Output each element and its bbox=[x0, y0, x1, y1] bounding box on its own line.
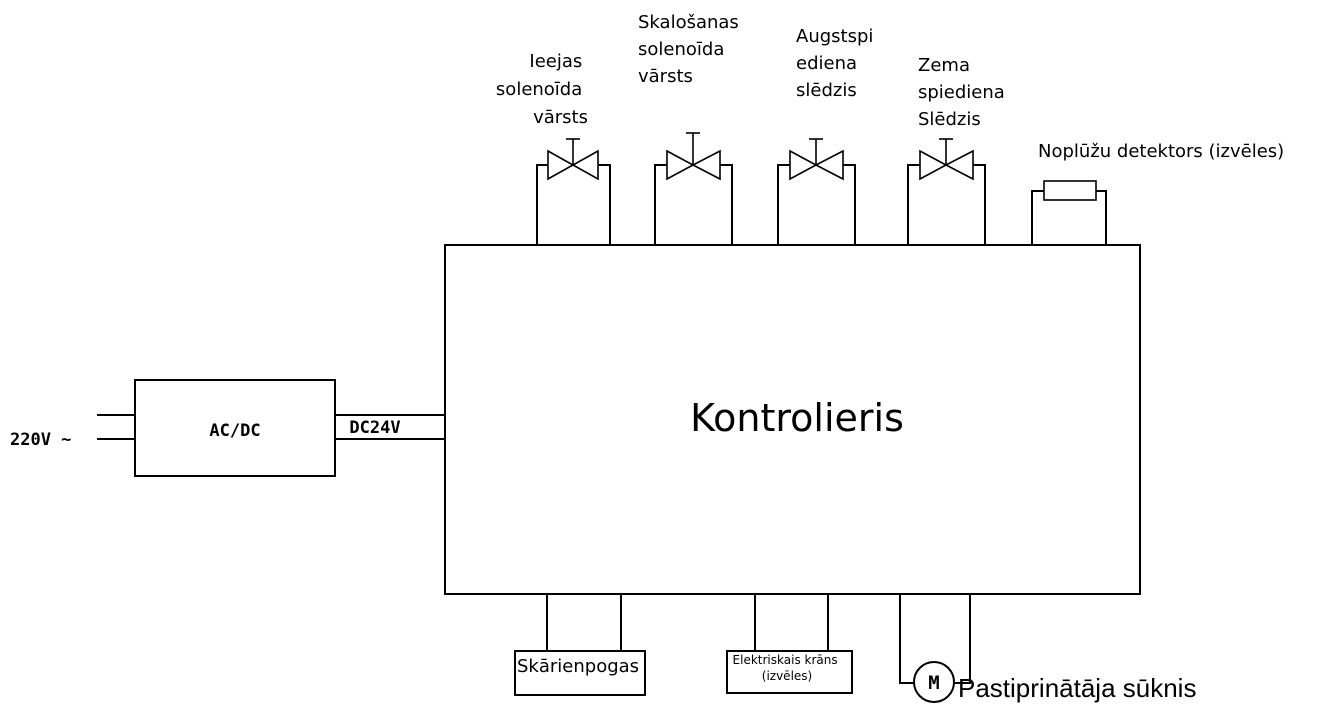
controller-label: Kontrolieris bbox=[690, 396, 904, 440]
high-pressure-switch bbox=[777, 138, 856, 245]
touch-buttons bbox=[514, 594, 646, 696]
touch-buttons-label: Skārienpogas bbox=[517, 656, 639, 677]
flush-solenoid-valve bbox=[654, 132, 733, 245]
low-pressure-switch bbox=[907, 138, 986, 245]
ac-dc-converter-box bbox=[134, 379, 336, 477]
converter-label: AC/DC bbox=[209, 421, 260, 441]
booster-pump-label: Pastiprinātāja sūknis bbox=[958, 673, 1196, 703]
motor-symbol: M bbox=[928, 672, 939, 694]
leak-detector bbox=[1031, 180, 1107, 245]
inlet-valve-label: Ieejas solenoīda vārsts bbox=[496, 51, 588, 128]
inlet-solenoid-valve bbox=[536, 138, 611, 245]
dc-output-wires bbox=[335, 414, 445, 440]
motor-icon bbox=[913, 661, 955, 703]
dc-output-label: DC24V bbox=[349, 418, 400, 438]
power-input-wires bbox=[97, 414, 135, 440]
input-voltage-label: 220V ~ bbox=[10, 430, 71, 450]
controller-box bbox=[444, 244, 1141, 595]
booster-pump bbox=[899, 594, 971, 703]
low-pressure-switch-label: Zema spiediena Slēdzis bbox=[918, 55, 1011, 130]
high-pressure-switch-label: Augstspi ediena slēdzis bbox=[796, 26, 879, 101]
electric-valve-label: Elektriskais krāns (izvēles) bbox=[733, 653, 842, 683]
flush-valve-label: Skalošanas solenoīda vārsts bbox=[638, 12, 745, 87]
electric-valve bbox=[726, 594, 853, 694]
leak-detector-label: Noplūžu detektors (izvēles) bbox=[1038, 141, 1284, 162]
